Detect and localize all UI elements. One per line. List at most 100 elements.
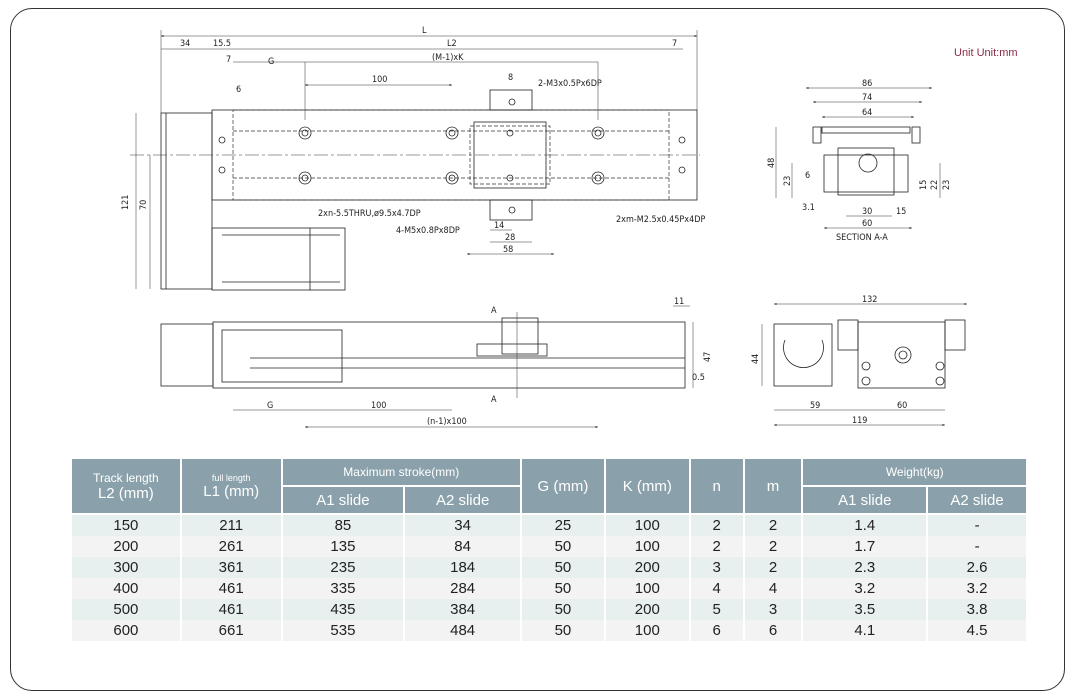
side-view: A A 11 47 0.5 G 100 (n-1)x100 xyxy=(160,297,713,428)
table-cell: 135 xyxy=(280,536,406,557)
dim-48: 48 xyxy=(767,158,777,168)
table-cell: 384 xyxy=(403,599,523,620)
table-cell: 85 xyxy=(280,514,406,536)
table-cell: 184 xyxy=(403,557,523,578)
table-cell: 661 xyxy=(179,620,283,641)
table-cell: 150 xyxy=(70,514,182,536)
note-m25: 2xm-M2.5x0.45Px4DP xyxy=(616,215,705,225)
dim-30: 30 xyxy=(862,207,872,217)
dim-G: G xyxy=(268,57,274,67)
end-view: 132 44 59 60 119 xyxy=(751,295,967,426)
table-cell: 211 xyxy=(179,514,283,536)
dim-n1x100: (n-1)x100 xyxy=(427,417,467,427)
header-n: n xyxy=(688,457,745,515)
table-cell: 100 xyxy=(603,514,691,536)
table-cell: 5 xyxy=(688,599,745,620)
header-weight-a2: A2 slide xyxy=(926,485,1028,515)
dim-6-section: 6 xyxy=(805,171,810,181)
dim-11: 11 xyxy=(674,297,684,307)
table-cell: 300 xyxy=(70,557,182,578)
table-cell: 50 xyxy=(520,536,606,557)
table-cell: 3.2 xyxy=(926,578,1028,599)
mounting-holes xyxy=(218,98,686,214)
dim-L: L xyxy=(422,26,427,36)
table-cell: 4 xyxy=(688,578,745,599)
dim-58: 58 xyxy=(503,245,513,255)
table-cell: 100 xyxy=(603,536,691,557)
header-max-stroke: Maximum stroke(mm) xyxy=(280,457,523,487)
dim-64: 64 xyxy=(862,108,872,118)
dim-23-right: 23 xyxy=(942,180,952,190)
header-weight: Weight(kg) xyxy=(801,457,1028,487)
dim-G-side: G xyxy=(267,401,273,411)
note-m5: 4-M5x0.8Px8DP xyxy=(396,226,460,236)
dim-70: 70 xyxy=(139,200,149,210)
table-cell: 400 xyxy=(70,578,182,599)
table-cell: 84 xyxy=(403,536,523,557)
table-cell: 461 xyxy=(179,578,283,599)
table-cell: 3.8 xyxy=(926,599,1028,620)
dim-22: 22 xyxy=(930,180,940,190)
table-cell: 50 xyxy=(520,620,606,641)
table-cell: 2 xyxy=(742,536,804,557)
table-cell: 461 xyxy=(179,599,283,620)
table-cell: 100 xyxy=(603,620,691,641)
table-cell: 4.5 xyxy=(926,620,1028,641)
table-cell: 500 xyxy=(70,599,182,620)
table-cell: 100 xyxy=(603,578,691,599)
header-weight-a1: A1 slide xyxy=(801,485,929,515)
table-cell: 261 xyxy=(179,536,283,557)
dim-34: 34 xyxy=(180,39,190,49)
table-cell: 4 xyxy=(742,578,804,599)
dim-132: 132 xyxy=(862,295,877,305)
table-cell: 335 xyxy=(280,578,406,599)
dim-15-right: 15 xyxy=(919,180,929,190)
table-cell: 2 xyxy=(688,514,745,536)
table-cell: 600 xyxy=(70,620,182,641)
note-m3: 2-M3x0.5Px6DP xyxy=(538,79,602,89)
technical-drawing: L 34 15.5 L2 7 7 G (M-1)xK 100 8 6 2-M3x… xyxy=(121,26,967,428)
dim-47: 47 xyxy=(703,352,713,362)
dim-3-1: 3.1 xyxy=(802,203,815,213)
dim-23-left: 23 xyxy=(783,176,793,186)
table-cell: 200 xyxy=(603,599,691,620)
table-cell: 6 xyxy=(742,620,804,641)
table-cell: 34 xyxy=(403,514,523,536)
section-a-a: 86 74 64 48 23 6 3.1 30 15 60 15 22 23 S… xyxy=(767,79,952,243)
table-cell: - xyxy=(926,536,1028,557)
dim-28: 28 xyxy=(505,233,515,243)
table-cell: 535 xyxy=(280,620,406,641)
dim-15-bottom: 15 xyxy=(896,207,906,217)
table-cell: 50 xyxy=(520,599,606,620)
table-cell: 200 xyxy=(70,536,182,557)
table-cell: 3.2 xyxy=(801,578,929,599)
table-cell: 2.3 xyxy=(801,557,929,578)
dim-14: 14 xyxy=(494,221,504,231)
table-cell: 6 xyxy=(688,620,745,641)
page-frame xyxy=(10,8,1065,691)
note-thru: 2xn-5.5THRU,ø9.5x4.7DP xyxy=(318,209,421,219)
table-cell: 200 xyxy=(603,557,691,578)
table-cell: 284 xyxy=(403,578,523,599)
dim-59: 59 xyxy=(810,401,820,411)
dim-60: 60 xyxy=(862,219,872,229)
top-view: L 34 15.5 L2 7 7 G (M-1)xK 100 8 6 2-M3x… xyxy=(121,26,705,291)
table-cell: 361 xyxy=(179,557,283,578)
table-cell: - xyxy=(926,514,1028,536)
dim-121: 121 xyxy=(121,195,131,210)
table-cell: 2 xyxy=(688,536,745,557)
section-title: SECTION A-A xyxy=(836,233,888,243)
unit-label: Unit Unit:mm xyxy=(954,47,1018,59)
table-cell: 3.5 xyxy=(801,599,929,620)
table-cell: 4.1 xyxy=(801,620,929,641)
dim-7-left: 7 xyxy=(226,55,231,65)
table-cell: 3 xyxy=(742,599,804,620)
header-stroke-a2: A2 slide xyxy=(403,485,523,515)
table-cell: 2 xyxy=(742,514,804,536)
